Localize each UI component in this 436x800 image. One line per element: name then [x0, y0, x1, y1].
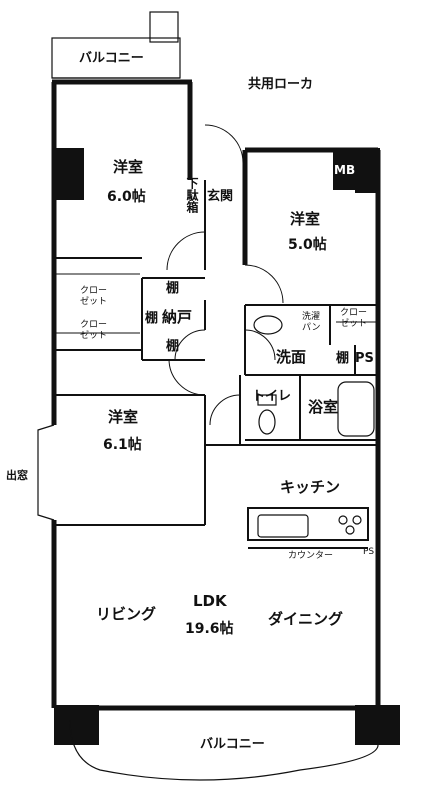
shelf-top-label: 棚 — [166, 281, 180, 296]
western-room-2-label: 洋室 — [290, 210, 321, 228]
balcony-top-label: バルコニー — [79, 51, 144, 66]
closet-3-label: クロー ゼット — [340, 308, 368, 329]
ldk-label: LDK — [193, 592, 227, 610]
toilet-label: トイレ — [252, 389, 292, 404]
counter-label: カウンター — [288, 551, 334, 561]
dining-label: ダイニング — [268, 610, 344, 628]
common-corridor-label: 共用ローカ — [248, 77, 314, 92]
washroom-label: 洗面 — [276, 348, 307, 366]
western-room-3-label: 洋室 — [108, 408, 139, 426]
ps-1-label: PS — [355, 351, 374, 366]
western-room-1-label: 洋室 — [113, 158, 144, 176]
kitchen-label: キッチン — [280, 478, 341, 496]
western-room-3-size: 6.1帖 — [103, 437, 142, 453]
bathroom-label: 浴室 — [308, 398, 339, 416]
balcony-bottom-label: バルコニー — [200, 737, 265, 752]
shelf-bottom-label: 棚 — [166, 339, 180, 354]
closet-2-label: クロー ゼット — [80, 320, 108, 341]
living-label: リビング — [96, 605, 157, 623]
storage-label: 納戸 — [162, 308, 193, 326]
western-room-2-size: 5.0帖 — [288, 237, 327, 253]
shoe-box-label: 下駄箱 — [185, 177, 199, 213]
mb-label: MB — [334, 163, 356, 177]
ldk-size: 19.6帖 — [185, 621, 234, 637]
ps-2-label: PS — [363, 547, 375, 557]
closet-1-label: クロー ゼット — [80, 286, 108, 307]
shelf-wash-label: 棚 — [336, 351, 350, 366]
shelf-left-label: 棚 — [145, 311, 159, 326]
western-room-1-size: 6.0帖 — [107, 189, 146, 205]
washing-pan-label: 洗濯 パン — [302, 312, 321, 333]
entrance-label: 玄関 — [207, 189, 234, 204]
bay-window-label: 出窓 — [6, 469, 28, 482]
